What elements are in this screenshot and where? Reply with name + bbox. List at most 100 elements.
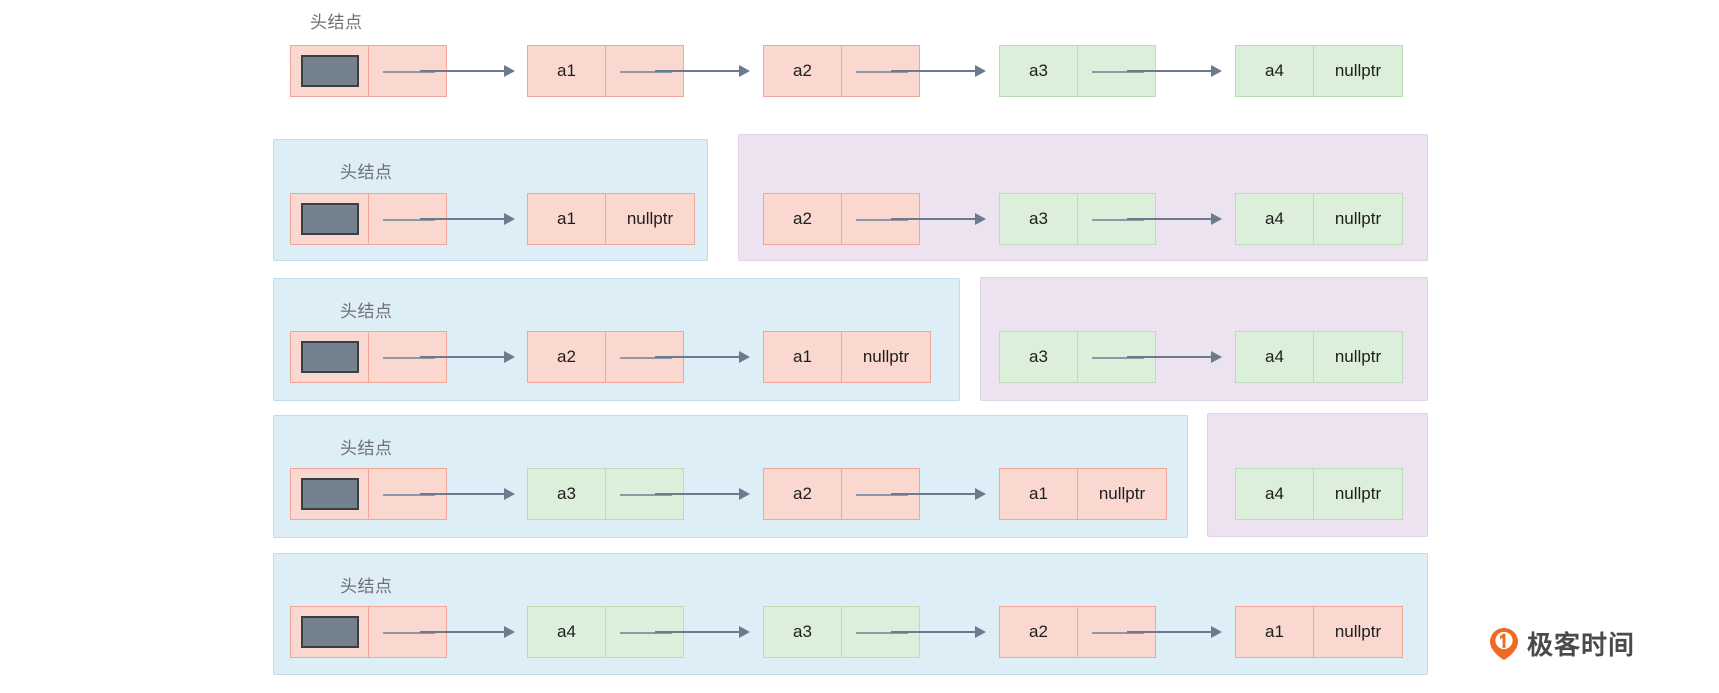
head-pointer-cell-row2 [290,193,369,245]
node-data-cell: a3 [763,606,842,658]
node-data-cell: a3 [999,45,1078,97]
pointer-dash [856,71,908,73]
node-next-cell [368,606,447,658]
head-pointer-cell-row5 [290,606,369,658]
pointer-dash [383,632,435,634]
node-next-cell [1077,193,1156,245]
node-next-cell [605,331,684,383]
node-nullptr-cell: nullptr [1313,468,1403,520]
node-a1-row4: a1 nullptr [999,468,1167,520]
node-a3-row1: a3 [999,45,1156,97]
node-head-row5 [290,606,447,658]
node-nullptr-cell: nullptr [1313,331,1403,383]
node-next-cell [841,45,920,97]
node-data-cell: a3 [527,468,606,520]
node-head-row1 [290,45,447,97]
node-a3-row4: a3 [527,468,684,520]
node-data-cell: a2 [999,606,1078,658]
node-next-cell [368,331,447,383]
head-node-label-row4: 头结点 [340,439,393,458]
node-head-row4 [290,468,447,520]
node-head-row2 [290,193,447,245]
pointer-dash [620,71,672,73]
pointer-dash [620,494,672,496]
node-data-cell: a4 [1235,193,1314,245]
pointer-dash [1092,71,1144,73]
head-node-label-row1: 头结点 [310,13,363,32]
head-pointer-cell-row1 [290,45,369,97]
node-a4-row2: a4 nullptr [1235,193,1403,245]
pointer-dash [856,632,908,634]
pointer-dash [620,357,672,359]
node-a4-row3: a4 nullptr [1235,331,1403,383]
brand-name: 极客时间 [1527,631,1636,661]
node-data-cell: a1 [999,468,1078,520]
node-a2-row4: a2 [763,468,920,520]
pointer-dash [1092,632,1144,634]
next-pointer-cell-row1 [368,45,447,97]
node-a1-row2: a1 nullptr [527,193,695,245]
node-data-cell: a3 [999,193,1078,245]
node-next-cell [368,193,447,245]
head-pointer-cell-row4 [290,468,369,520]
head-pointer-cell-row3 [290,331,369,383]
location-pin-icon [1489,627,1519,661]
node-next-cell [1077,331,1156,383]
node-data-cell: a4 [527,606,606,658]
pointer-dash [620,632,672,634]
node-a2-row3: a2 [527,331,684,383]
pointer-dash [1092,219,1144,221]
node-data-cell: a2 [527,331,606,383]
head-node-label-row5: 头结点 [340,577,393,596]
node-nullptr-cell: nullptr [605,193,695,245]
node-a2-row2: a2 [763,193,920,245]
node-data-cell: a2 [763,468,842,520]
node-nullptr-cell: nullptr [1313,45,1403,97]
pointer-dash [856,494,908,496]
head-pointer-block-icon [300,341,359,373]
node-next-cell [605,468,684,520]
node-next-cell [841,606,920,658]
pointer-dash [1092,357,1144,359]
node-data-cell: a4 [1235,468,1314,520]
node-next-cell [605,606,684,658]
node-data-cell: a1 [763,331,842,383]
head-pointer-block-icon [300,55,359,87]
node-data-cell: a2 [763,193,842,245]
node-next-cell [605,45,684,97]
node-next-cell [1077,606,1156,658]
node-next-cell [841,193,920,245]
node-a3-row3: a3 [999,331,1156,383]
node-next-cell [1077,45,1156,97]
node-a4-row4: a4 nullptr [1235,468,1403,520]
node-nullptr-cell: nullptr [841,331,931,383]
head-node-label-row2: 头结点 [340,163,393,182]
head-pointer-block-icon [300,478,359,510]
head-pointer-block-icon [300,616,359,648]
geektime-logo: 极客时间 [1489,625,1635,662]
node-nullptr-cell: nullptr [1313,193,1403,245]
pointer-dash [383,357,435,359]
node-data-cell: a1 [527,45,606,97]
node-a2-row5: a2 [999,606,1156,658]
node-next-cell [841,468,920,520]
node-a3-row5: a3 [763,606,920,658]
node-data-cell: a1 [1235,606,1314,658]
node-data-cell: a4 [1235,331,1314,383]
node-data-cell: a1 [527,193,606,245]
node-a3-row2: a3 [999,193,1156,245]
node-head-row3 [290,331,447,383]
node-a4-row5: a4 [527,606,684,658]
pointer-dash [383,219,435,221]
node-a2-row1: a2 [763,45,920,97]
node-nullptr-cell: nullptr [1313,606,1403,658]
node-next-cell [368,468,447,520]
node-a1-row3: a1 nullptr [763,331,931,383]
pointer-dash [383,494,435,496]
node-a4-row1: a4 nullptr [1235,45,1403,97]
node-a1-row1: a1 [527,45,684,97]
node-nullptr-cell: nullptr [1077,468,1167,520]
pointer-dash [856,219,908,221]
node-data-cell: a2 [763,45,842,97]
